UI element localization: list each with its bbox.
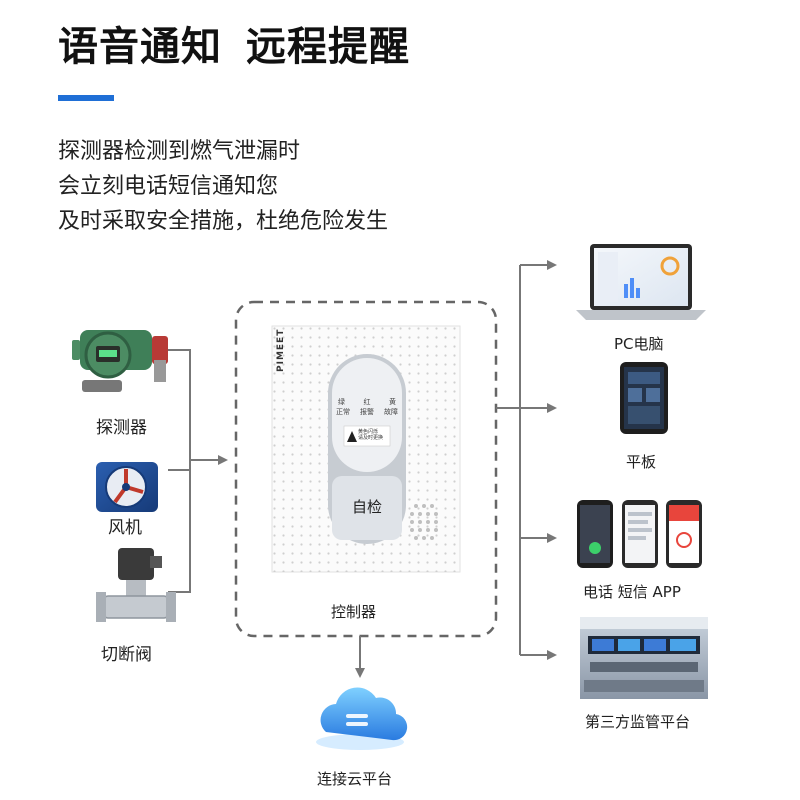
warning-line: 黄色闪烁 bbox=[358, 429, 379, 435]
self-test-button[interactable]: 自检 bbox=[351, 498, 382, 516]
output-connectors bbox=[496, 260, 557, 660]
indicator-label-normal: 正常 bbox=[336, 408, 350, 416]
cloud-platform-icon bbox=[316, 687, 408, 750]
description-line: 会立刻电话短信通知您 bbox=[58, 174, 279, 199]
indicator-red: 红 bbox=[363, 398, 371, 406]
cloud-label: 连接云平台 bbox=[317, 770, 393, 788]
fan-icon bbox=[96, 462, 158, 512]
valve-icon bbox=[96, 548, 176, 622]
phones-icon bbox=[577, 500, 702, 568]
indicator-row: 绿 红 黄 bbox=[338, 397, 396, 407]
indicator-label-alarm: 报警 bbox=[360, 408, 374, 416]
title-accent-bar bbox=[58, 95, 114, 101]
controller-device bbox=[271, 325, 461, 573]
pc-label: PC电脑 bbox=[614, 335, 664, 353]
indicator-label-fault: 故障 bbox=[384, 408, 398, 416]
title-voice-notice: 语音通知 bbox=[58, 24, 222, 70]
controller-brand: PIMEET bbox=[276, 328, 286, 372]
indicator-green: 绿 bbox=[338, 398, 345, 406]
fan-label: 风机 bbox=[108, 518, 142, 538]
valve-label: 切断阀 bbox=[101, 645, 152, 665]
title-remote-reminder: 远程提醒 bbox=[246, 24, 410, 70]
description-line: 探测器检测到燃气泄漏时 bbox=[58, 139, 301, 164]
monitoring-center-icon bbox=[580, 617, 708, 699]
monitor-label: 第三方监管平台 bbox=[585, 713, 691, 731]
tablet-icon bbox=[620, 362, 668, 434]
description: 探测器检测到燃气泄漏时 会立刻电话短信通知您 及时采取安全措施，杜绝危险发生 bbox=[58, 134, 388, 239]
controller-dashed-frame bbox=[234, 300, 498, 638]
warning-line: 请及时更换 bbox=[358, 435, 384, 441]
detector-icon bbox=[72, 330, 168, 392]
indicator-label-row: 正常 报警 故障 bbox=[336, 407, 398, 417]
phone-label: 电话 短信 APP bbox=[583, 583, 681, 601]
tablet-label: 平板 bbox=[626, 453, 657, 471]
detector-label: 探测器 bbox=[96, 418, 147, 438]
description-line: 及时采取安全措施，杜绝危险发生 bbox=[58, 209, 389, 234]
controller-label: 控制器 bbox=[331, 603, 377, 621]
indicator-yellow: 黄 bbox=[389, 398, 396, 406]
warning-label: 黄色闪烁 请及时更换 bbox=[358, 429, 383, 441]
laptop-icon bbox=[576, 244, 706, 320]
input-connectors bbox=[168, 349, 228, 593]
page-title: 语音通知远程提醒 bbox=[58, 14, 410, 72]
